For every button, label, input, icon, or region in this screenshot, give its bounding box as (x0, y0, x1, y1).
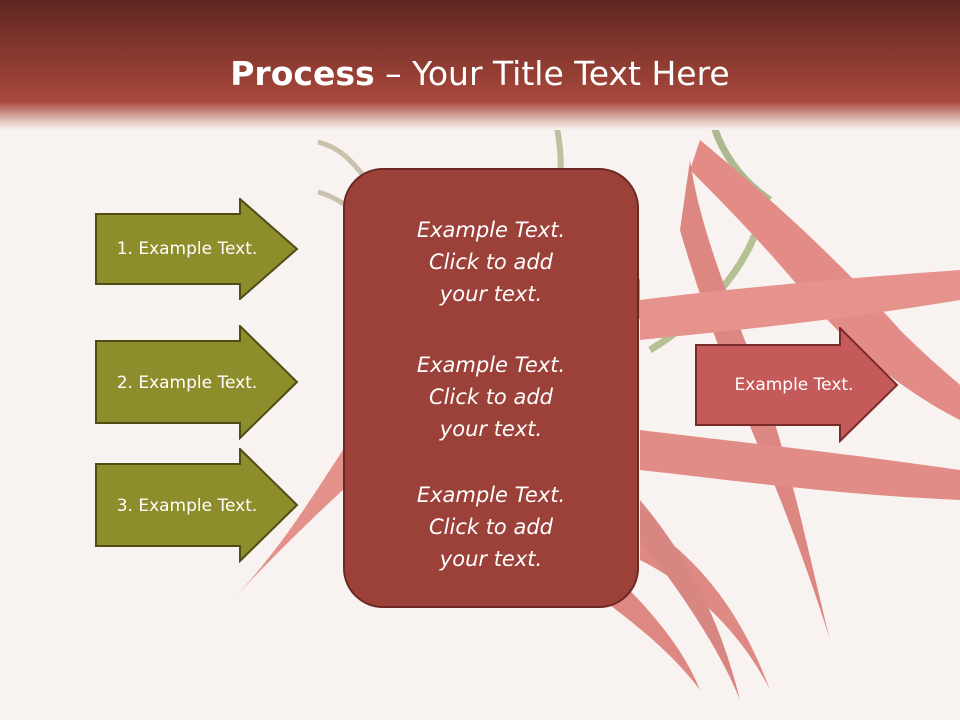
center-line: your text. (439, 547, 543, 571)
center-line: Click to add (428, 250, 553, 274)
center-text-block-3: Example Text. Click to add your text. (345, 479, 637, 575)
slide-title: Process – Your Title Text Here (0, 52, 960, 96)
left-arrow-2[interactable]: 2. Example Text. (95, 325, 299, 440)
center-line: Click to add (428, 385, 553, 409)
center-line: Example Text. (416, 483, 566, 507)
left-arrow-label: 1. Example Text. (116, 239, 258, 259)
left-arrow-3[interactable]: 3. Example Text. (95, 448, 299, 563)
left-arrow-1[interactable]: 1. Example Text. (95, 198, 299, 300)
title-bar: Process – Your Title Text Here (0, 0, 960, 130)
arrow-shape-icon (95, 448, 299, 563)
right-arrow-label: Example Text. (734, 375, 854, 395)
center-line: Click to add (428, 515, 553, 539)
title-rest: – Your Title Text Here (374, 54, 730, 93)
center-line: Example Text. (416, 218, 566, 242)
center-text-block-1: Example Text. Click to add your text. (345, 214, 637, 310)
arrow-shape-icon (95, 198, 299, 300)
center-line: your text. (439, 282, 543, 306)
center-text-block-2: Example Text. Click to add your text. (345, 349, 637, 445)
title-bold: Process (230, 54, 375, 93)
arrow-shape-icon (695, 327, 899, 443)
arrow-shape-icon (95, 325, 299, 440)
left-arrow-label: 3. Example Text. (116, 495, 258, 516)
center-text-box[interactable]: Example Text. Click to add your text. Ex… (343, 168, 639, 608)
left-arrow-label: 2. Example Text. (116, 372, 258, 393)
center-line: your text. (439, 417, 543, 441)
center-line: Example Text. (416, 353, 566, 377)
right-arrow[interactable]: Example Text. (695, 327, 899, 443)
